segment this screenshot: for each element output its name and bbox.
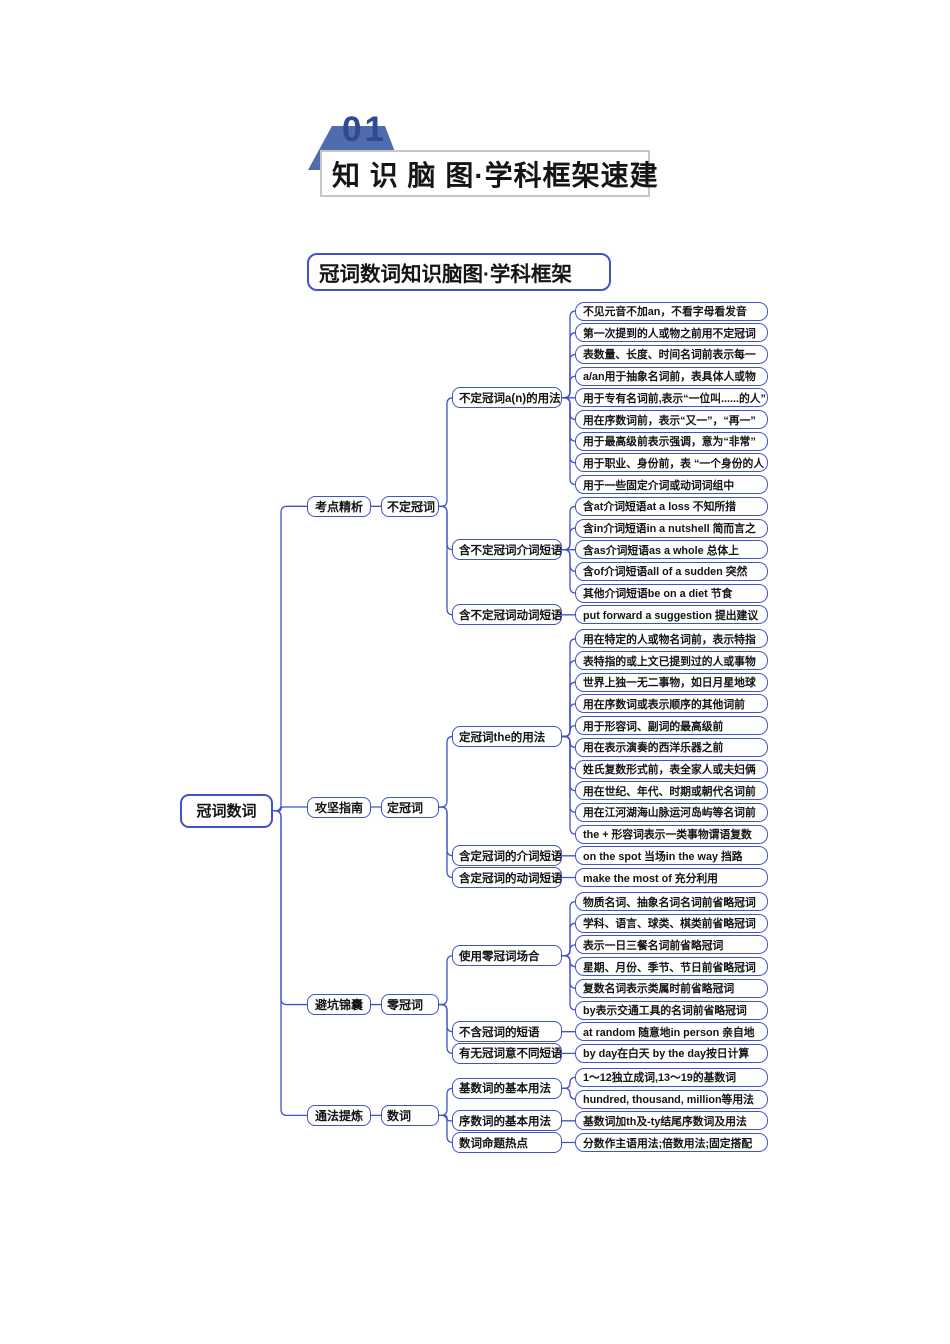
mindmap-leaf: 用在序数词前，表示“又一”，“再一” xyxy=(575,410,768,429)
mindmap-topic: 含定冠词的介词短语 xyxy=(452,845,562,867)
mindmap-leaf: 学科、语言、球类、棋类前省略冠词 xyxy=(575,913,768,933)
mindmap-topic: 序数词的基本用法 xyxy=(452,1110,562,1132)
mindmap-leaf: 星期、月份、季节、节日前省略冠词 xyxy=(575,957,768,977)
section-title: 知 识 脑 图·学科框架速建 xyxy=(332,159,659,191)
mindmap-topic: 不定冠词a(n)的用法 xyxy=(452,387,562,409)
mindmap-branch: 通法提炼 xyxy=(307,1104,371,1126)
mindmap-leaf: 物质名词、抽象名词名词前省略冠词 xyxy=(575,892,768,911)
mindmap-leaf: 姓氏复数形式前，表全家人或夫妇俩 xyxy=(575,759,768,779)
map-title: 冠词数词知识脑图·学科框架 xyxy=(307,253,611,291)
mindmap-category: 定冠词 xyxy=(381,796,439,818)
mindmap-leaf: make the most of 充分利用 xyxy=(575,868,768,887)
mindmap-root: 冠词数词 xyxy=(180,793,273,828)
mindmap-leaf: 用于一些固定介词或动词词组中 xyxy=(575,475,768,495)
mindmap-leaf: 表示一日三餐名词前省略冠词 xyxy=(575,935,768,955)
mindmap-leaf: a/an用于抽象名词前，表具体人或物 xyxy=(575,366,768,386)
mindmap-leaf: hundred, thousand, million等用法 xyxy=(575,1089,768,1109)
mindmap-leaf: 第一次提到的人或物之前用不定冠词 xyxy=(575,323,768,343)
mindmap-leaf: 用在序数词或表示顺序的其他词前 xyxy=(575,694,768,714)
mindmap-leaf: 基数词加th及-ty结尾序数词及用法 xyxy=(575,1111,768,1131)
mindmap-branch: 考点精析 xyxy=(307,495,371,517)
mindmap-topic: 数词命题热点 xyxy=(452,1132,562,1153)
section-title-box: 知 识 脑 图·学科框架速建 xyxy=(320,150,658,197)
mindmap-leaf: 世界上独一无二事物，如日月星地球 xyxy=(575,672,768,692)
mindmap-leaf: the + 形容词表示一类事物谓语复数 xyxy=(575,824,768,844)
mindmap-leaf: 表数量、长度、时间名词前表示每一 xyxy=(575,344,768,364)
mindmap-leaf: 用在江河湖海山脉运河岛屿等名词前 xyxy=(575,802,768,822)
mindmap-category: 数词 xyxy=(381,1104,439,1126)
mindmap-leaf: 用在表示演奏的西洋乐器之前 xyxy=(575,737,768,757)
mindmap-leaf: 含as介词短语as a whole 总体上 xyxy=(575,540,768,560)
mindmap-leaf: at random 随意地in person 亲自地 xyxy=(575,1022,768,1042)
mindmap-leaf: 含of介词短语all of a sudden 突然 xyxy=(575,561,768,581)
mindmap-leaf: put forward a suggestion 提出建议 xyxy=(575,605,768,625)
mindmap-leaf: 不见元音不加an，不看字母看发音 xyxy=(575,301,768,321)
mindmap-topic: 不含冠词的短语 xyxy=(452,1021,562,1043)
mindmap-branch: 避坑锦囊 xyxy=(307,994,371,1016)
section-number: 01 xyxy=(342,110,387,149)
mindmap-leaf: 用于最高级前表示强调，意为“非常” xyxy=(575,431,768,451)
mindmap-leaf: on the spot 当场in the way 挡路 xyxy=(575,846,768,866)
mindmap-topic: 含不定冠词动词短语 xyxy=(452,604,562,626)
mindmap-topic: 含定冠词的动词短语 xyxy=(452,867,562,888)
mindmap-leaf: 用于形容词、副词的最高级前 xyxy=(575,716,768,736)
mindmap-leaf: 含at介词短语at a loss 不知所措 xyxy=(575,496,768,516)
mindmap-leaf: 用在特定的人或物名词前，表示特指 xyxy=(575,629,768,649)
mindmap-leaf: 含in介词短语in a nutshell 简而言之 xyxy=(575,518,768,538)
mindmap-category: 零冠词 xyxy=(381,994,439,1016)
mindmap-branch: 攻坚指南 xyxy=(307,796,371,818)
mindmap-leaf: by表示交通工具的名词前省略冠词 xyxy=(575,1000,768,1020)
mindmap-topic: 有无冠词意不同短语 xyxy=(452,1042,562,1064)
mindmap-leaf: 表特指的或上文已提到过的人或事物 xyxy=(575,651,768,670)
mindmap-leaf: 其他介词短语be on a diet 节食 xyxy=(575,583,768,603)
mindmap-category: 不定冠词 xyxy=(381,495,439,517)
mindmap-leaf: 复数名词表示类属时前省略冠词 xyxy=(575,978,768,998)
mindmap-topic: 定冠词the的用法 xyxy=(452,726,562,747)
mindmap-leaf: 1～12独立成词,13～19的基数词 xyxy=(575,1067,768,1087)
mindmap-leaf: 用于专有名词前,表示“一位叫......的人” xyxy=(575,388,768,408)
mindmap-topic: 基数词的基本用法 xyxy=(452,1077,562,1099)
mindmap-leaf: 用于职业、身份前，表 “一个身份的人 xyxy=(575,453,768,473)
mindmap-leaf: 用在世纪、年代、时期或朝代名词前 xyxy=(575,781,768,801)
mindmap-leaf: 分数作主语用法;倍数用法;固定搭配 xyxy=(575,1133,768,1152)
mindmap-topic: 使用零冠词场合 xyxy=(452,945,562,967)
mindmap-leaf: by day在白天 by the day按日计算 xyxy=(575,1043,768,1063)
mindmap-topic: 含不定冠词介词短语 xyxy=(452,539,562,561)
